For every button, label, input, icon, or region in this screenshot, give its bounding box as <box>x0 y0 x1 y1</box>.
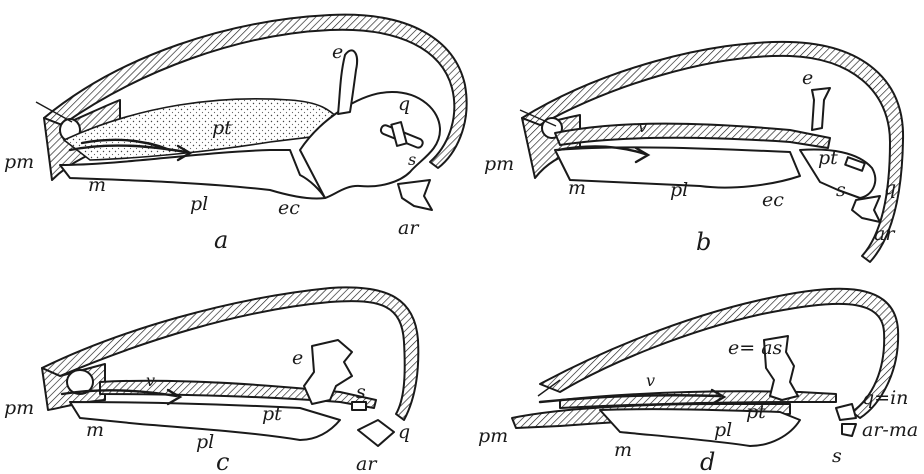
label-ec-b: ec <box>762 189 784 211</box>
label-pt-d: pt <box>746 401 766 423</box>
label-ec-a: ec <box>278 197 300 219</box>
label-e-a: e <box>332 41 343 63</box>
label-pm-b: pm <box>484 153 514 175</box>
label-q-b: q <box>884 177 896 199</box>
label-v-d: v <box>646 371 655 390</box>
label-pt-a: pt <box>212 117 232 139</box>
label-pt-c: pt <box>262 403 282 425</box>
label-e-b: e <box>802 67 813 89</box>
articular-b <box>852 196 880 222</box>
label-q-c: q <box>398 421 410 443</box>
label-ar-a: ar <box>398 217 420 239</box>
caption-d: d <box>700 448 715 474</box>
label-s-c: s <box>356 381 366 403</box>
label-pm-a: pm <box>4 151 34 173</box>
panel-b: pm m v pl ec e pt s q ar b <box>484 42 903 262</box>
label-pm-c: pm <box>4 397 34 419</box>
pterygoid-bar-b <box>555 124 830 148</box>
label-pl-d: pl <box>714 419 732 441</box>
quadrate-d <box>836 404 856 420</box>
label-ar-b: ar <box>874 223 896 245</box>
label-pm-d: pm <box>478 425 508 447</box>
panel-d: pm m v pl pt e= as q=in ar-ma s d <box>478 289 918 474</box>
label-m-b: m <box>568 177 586 199</box>
label-q-a: q <box>398 93 410 115</box>
label-s-d: s <box>832 445 842 467</box>
epipterygoid-b <box>812 88 830 130</box>
label-v-c: v <box>146 371 155 390</box>
label-ar-c: ar <box>356 453 378 474</box>
caption-a: a <box>214 226 228 254</box>
label-v-b: v <box>638 117 647 136</box>
label-pl-a: pl <box>190 193 208 215</box>
label-m-d: m <box>614 439 632 461</box>
label-s-b: s <box>836 179 846 201</box>
label-e-c: e <box>292 347 303 369</box>
caption-b: b <box>696 228 711 256</box>
label-pl-c: pl <box>196 431 214 453</box>
label-pt-b: pt <box>818 147 838 169</box>
label-m-a: m <box>88 174 106 196</box>
label-pl-b: pl <box>670 179 688 201</box>
articular-d <box>842 424 856 436</box>
articular-a <box>398 180 432 210</box>
label-s-a: s <box>408 150 416 169</box>
caption-c: c <box>216 448 229 474</box>
panel-c: pm m v pl pt e s q ar c <box>4 287 418 474</box>
articular-c <box>358 420 394 446</box>
label-ar-ma-d: ar-ma <box>862 419 918 441</box>
label-q-in-d: q=in <box>862 387 908 409</box>
panel-a: pm m pt pl ec e q s ar a <box>4 15 467 254</box>
label-e-as-d: e= as <box>728 337 783 359</box>
label-m-c: m <box>86 419 104 441</box>
